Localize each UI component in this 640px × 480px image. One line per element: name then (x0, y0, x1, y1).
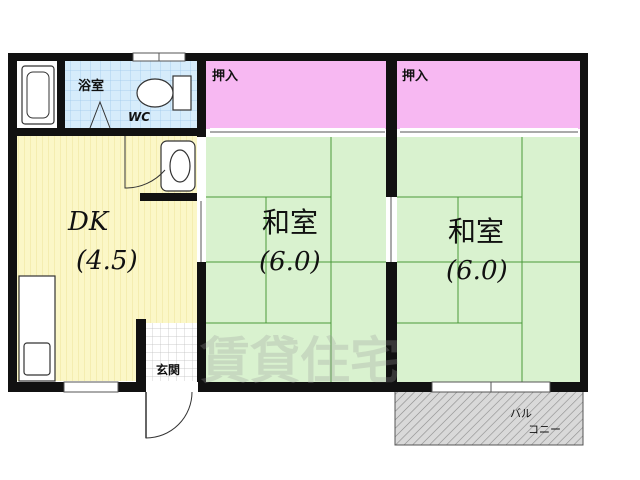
wc-label: WC (128, 110, 150, 124)
door-arc-wc (124, 136, 166, 189)
bath-label: 浴室 (78, 78, 104, 94)
washitsu-right-name: 和室 (448, 215, 504, 248)
washitsu-right-size: (6.0) (446, 256, 508, 286)
closet-right-label: 押入 (402, 68, 428, 84)
washbasin (160, 140, 196, 192)
kitchen-counter (18, 275, 56, 382)
balcony-floor (394, 390, 584, 446)
toilet (136, 75, 192, 111)
door-arc-entrance (145, 391, 193, 439)
genkan-label: 玄関 (156, 362, 180, 377)
genkan-floor (146, 323, 198, 381)
balcony-label-line1: バル (510, 407, 532, 420)
tatami-lines-right (397, 137, 580, 382)
washitsu-left-floor (206, 137, 386, 382)
watermark-text: 賃貸住宅 (199, 332, 400, 390)
tatami-lines-left (206, 137, 386, 382)
bath-floor (65, 61, 127, 128)
closet-left-floor (206, 60, 386, 129)
dk-name: DK (67, 207, 110, 237)
window-frames (63, 52, 578, 393)
dk-size: (4.5) (76, 246, 138, 276)
closet-right-floor (397, 60, 580, 129)
walls (8, 53, 588, 392)
washitsu-left-name: 和室 (262, 206, 318, 239)
washitsu-left-size: (6.0) (259, 247, 321, 277)
closet-left-label: 押入 (212, 68, 238, 84)
washitsu-right-floor (397, 137, 580, 382)
bathtub (21, 65, 55, 125)
balcony-label-line2: コニー (528, 423, 561, 436)
bath-door (89, 100, 111, 129)
bathtub-inner (26, 71, 50, 119)
